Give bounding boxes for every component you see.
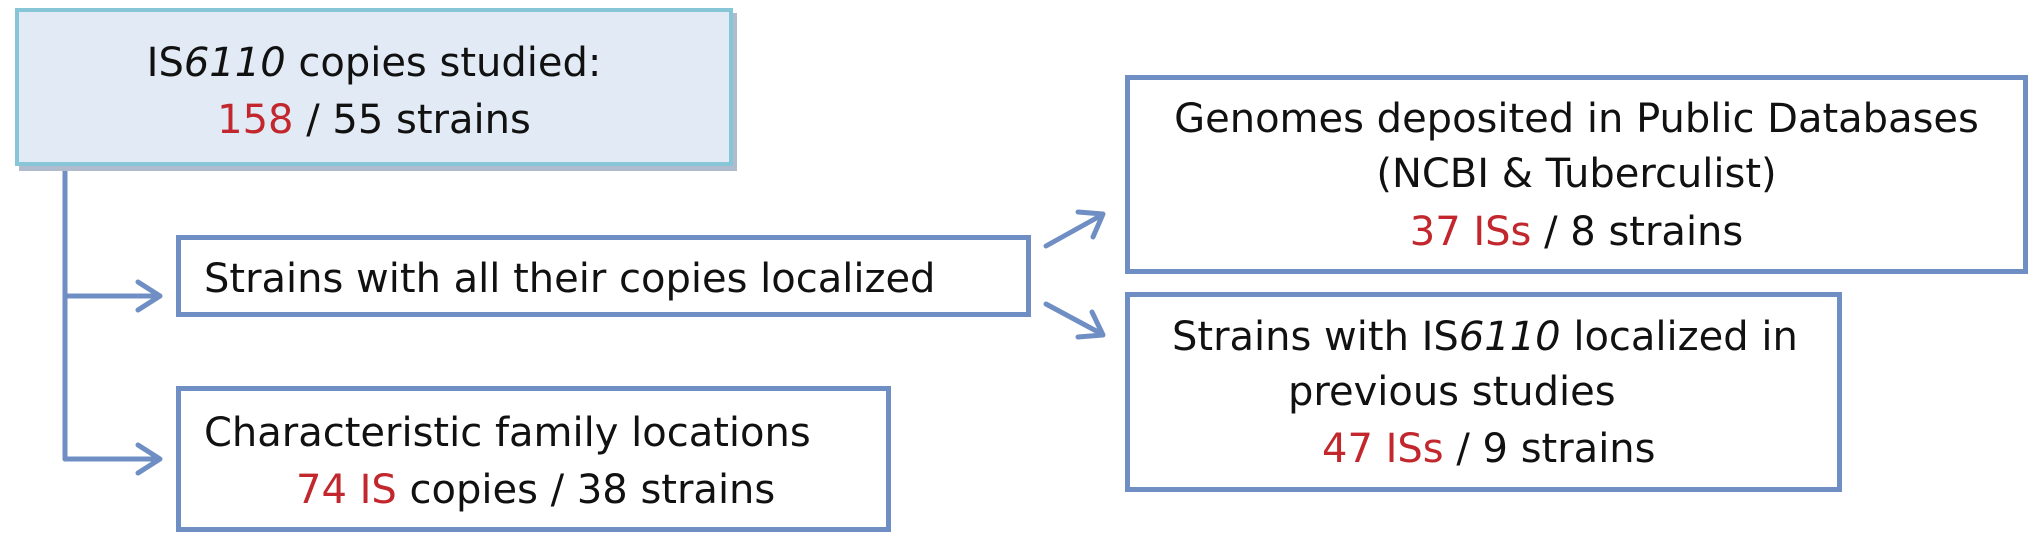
previous-line1-suffix: localized in bbox=[1560, 314, 1798, 360]
arrow-to-genomes bbox=[1043, 213, 1103, 249]
genomes-rest: / 8 strains bbox=[1531, 209, 1744, 255]
genomes-line2: (NCBI & Tuberculist) bbox=[1376, 151, 1777, 197]
main-rest: / 55 strains bbox=[293, 97, 531, 143]
previous-studies-box bbox=[1125, 292, 1842, 492]
family-locations-box bbox=[176, 386, 891, 532]
previous-line1-italic: 6110 bbox=[1458, 314, 1561, 360]
genomes-count: 37 ISs bbox=[1409, 209, 1532, 255]
arrowhead-previous bbox=[1075, 309, 1106, 340]
family-count: 74 IS bbox=[296, 467, 397, 513]
main-box-counts: 158 / 55 strains bbox=[15, 95, 733, 145]
main-title-prefix: IS bbox=[146, 40, 184, 86]
previous-line2: previous studies bbox=[1288, 369, 1616, 415]
genomes-box bbox=[1125, 75, 2028, 274]
previous-count: 47 ISs bbox=[1322, 426, 1444, 472]
main-count: 158 bbox=[217, 97, 294, 143]
previous-line1: Strains with IS6110 localized in bbox=[1172, 312, 1798, 362]
arrowhead-family bbox=[135, 442, 163, 476]
previous-line1-prefix: Strains with IS bbox=[1172, 314, 1459, 360]
arrowhead-genomes bbox=[1075, 209, 1106, 240]
main-box-is6110-copies bbox=[15, 8, 733, 166]
family-rest: copies / 38 strains bbox=[396, 467, 776, 513]
main-box-title: IS6110 copies studied: bbox=[15, 38, 733, 88]
main-title-italic: 6110 bbox=[183, 40, 286, 86]
previous-rest: / 9 strains bbox=[1443, 426, 1656, 472]
main-title-suffix: copies studied: bbox=[285, 40, 602, 86]
all-copies-label: Strains with all their copies localized bbox=[204, 256, 936, 302]
genomes-line1: Genomes deposited in Public Databases bbox=[1174, 96, 1979, 142]
arrowhead-all-copies bbox=[135, 279, 163, 313]
all-copies-box bbox=[176, 235, 1031, 317]
arrow-to-previous bbox=[1043, 301, 1103, 336]
previous-counts: 47 ISs / 9 strains bbox=[1322, 424, 1656, 474]
family-line1: Characteristic family locations bbox=[204, 410, 811, 456]
genomes-counts: 37 ISs / 8 strains bbox=[1125, 207, 2028, 257]
family-counts: 74 IS copies / 38 strains bbox=[296, 465, 775, 515]
